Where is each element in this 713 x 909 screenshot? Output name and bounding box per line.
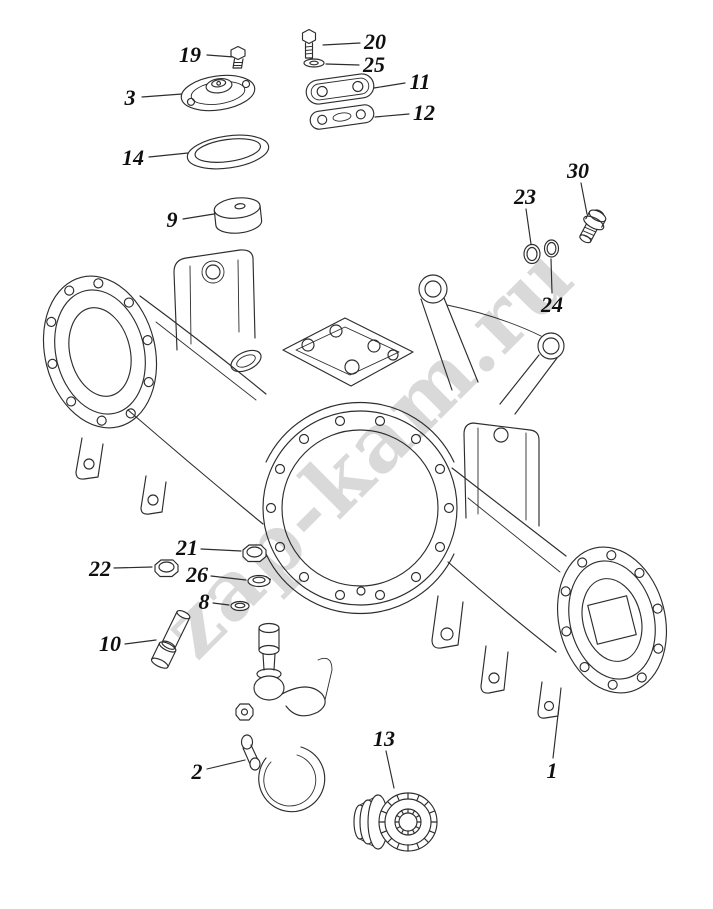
central-housing-outline	[265, 401, 455, 615]
part-20-bolt	[301, 28, 317, 59]
part-22-nut	[154, 559, 179, 578]
callout-30: 30	[567, 158, 589, 183]
callout-19: 19	[179, 42, 201, 67]
right-axle-tube	[447, 467, 567, 653]
axle-housing	[42, 249, 668, 719]
right-spring-bracket	[463, 422, 540, 527]
callout-22: 22	[89, 556, 111, 581]
callout-21: 21	[176, 535, 198, 560]
top-mounting-pad	[282, 317, 414, 387]
leader-lines	[113, 42, 588, 789]
callout-1: 1	[546, 758, 558, 783]
part-21-nut	[242, 544, 267, 563]
left-spring-bracket	[173, 249, 256, 351]
part-10-breather-tube	[150, 609, 191, 669]
left-wheel-flange	[42, 275, 158, 429]
callout-25: 25	[363, 52, 385, 77]
part-25-washer	[303, 58, 325, 68]
part-3-cover	[180, 74, 256, 112]
part-8-ring	[230, 600, 250, 612]
callout-26: 26	[186, 562, 208, 587]
callout-3: 3	[124, 85, 136, 110]
part-12-gasket	[309, 104, 375, 130]
part-13-bevel-gear	[353, 792, 438, 852]
detached-parts	[150, 28, 607, 852]
lower-lugs	[75, 437, 562, 719]
part-30-breather-valve	[579, 209, 607, 244]
part-14-oval-cover	[186, 134, 270, 170]
callout-14: 14	[122, 145, 144, 170]
callout-11: 11	[409, 69, 431, 94]
callout-2: 2	[191, 759, 203, 784]
callout-10: 10	[99, 631, 121, 656]
callout-24: 24	[541, 292, 563, 317]
callout-13: 13	[373, 726, 395, 751]
callout-23: 23	[514, 184, 536, 209]
part-9-plug	[213, 197, 263, 234]
right-wheel-flange	[556, 546, 668, 694]
part-24-ring	[543, 239, 560, 258]
part-26-spring-washer	[247, 574, 272, 588]
left-axle-tube	[127, 295, 267, 525]
callout-9: 9	[166, 207, 178, 232]
callout-20: 20	[364, 29, 386, 54]
callout-8: 8	[198, 589, 210, 614]
part-23-ring	[523, 243, 541, 265]
cover-boss	[230, 349, 262, 373]
callout-12: 12	[413, 100, 435, 125]
part-19-bolt	[230, 45, 246, 69]
part-2-bracket-assembly	[235, 622, 333, 813]
torque-rod-bracket	[418, 274, 565, 415]
differential-opening	[262, 410, 458, 606]
part-11-plate	[305, 73, 375, 105]
